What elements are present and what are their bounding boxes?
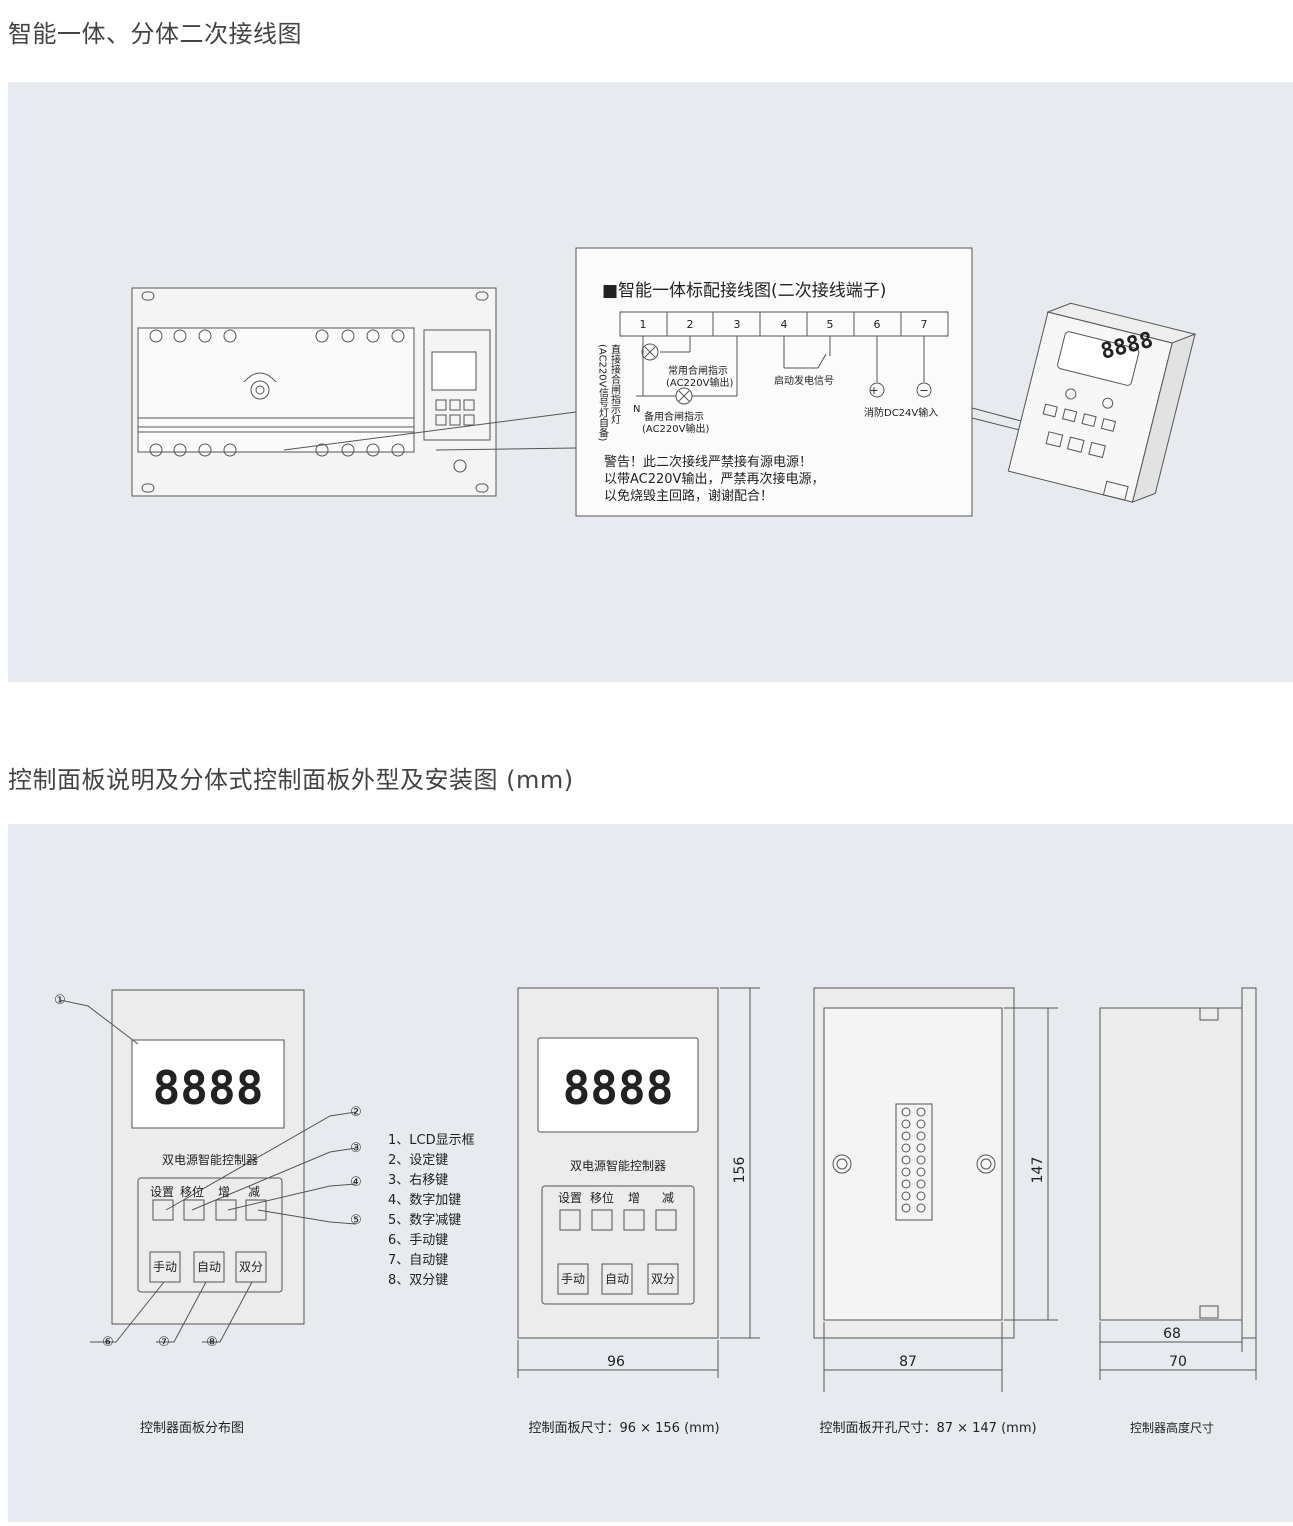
height-outline [1099,1007,1243,1321]
control-panel-section: 8888 双电源智能控制器 设置 移位 增 减 手动 自动 双分 ① ② ③ ④… [8,824,1293,1522]
backup-indicator-label: 备用合闸指示 [644,410,704,423]
lamp-label-sub: (AC220V信号灯自备) [597,344,609,441]
size-double-off-key: 双分 [651,1272,675,1286]
dim-height: 156 [732,1157,748,1184]
callout-7: ⑦ [158,1335,170,1350]
neutral-label: N [633,404,640,415]
size-key-label-shift: 移位 [590,1190,614,1205]
ats-switch-drawing [131,287,497,497]
legend-item-8: 8、双分键 [388,1273,448,1288]
minus-symbol: − [919,384,928,397]
terminal-7: 7 [921,318,928,331]
size-key-label-dec: 减 [662,1191,674,1205]
key-label-set: 设置 [150,1185,174,1199]
double-off-key: 双分 [239,1260,263,1274]
auto-key: 自动 [197,1260,221,1274]
dim-width: 96 [607,1354,625,1370]
size-panel-display: 8888 [563,1061,674,1115]
callout-6: ⑥ [102,1335,114,1350]
dim-cutout-width: 87 [899,1354,917,1370]
controller-name: 双电源智能控制器 [162,1152,258,1167]
size-key-label-set: 设置 [558,1191,582,1205]
callout-1: ① [54,993,66,1008]
warning-line-1: 警告！此二次接线严禁接有源电源！ [604,454,812,470]
warning-line-2: 以带AC220V输出，严禁再次接电源， [604,471,824,487]
wiring-heading: ■智能一体标配接线图(二次接线端子) [602,281,886,301]
lcd-display: 8888 [153,1061,264,1115]
plus-symbol: + [869,384,878,397]
fire-input-label: 消防DC24V输入 [864,406,938,419]
wiring-panel: ■智能一体标配接线图(二次接线端子) 1 2 3 4 5 6 7 直接接合闸指示… [8,82,1293,682]
terminal-1: 1 [640,318,647,331]
wiring-box [575,247,973,517]
section1-title: 智能一体、分体二次接线图 [8,20,302,48]
terminal-4: 4 [781,318,788,331]
dim-depth-inner: 68 [1163,1326,1181,1342]
key-label-shift: 移位 [180,1184,204,1199]
legend-item-1: 1、LCD显示框 [388,1133,475,1148]
terminal-numbers: 1 2 3 4 5 6 7 [640,318,928,331]
dim-depth-outer: 70 [1169,1354,1187,1370]
caption-cutout: 控制面板开孔尺寸：87 × 147 (mm) [819,1421,1036,1436]
terminal-2: 2 [687,318,694,331]
dim-cutout-height: 147 [1030,1157,1046,1184]
callout-2: ② [350,1105,362,1120]
normal-indicator-sub: (AC220V输出) [666,376,733,389]
normal-indicator-label: 常用合闸指示 [668,364,728,377]
terminal-6: 6 [874,318,881,331]
callout-3: ③ [350,1141,362,1156]
remote-controller-drawing [1007,302,1197,503]
terminal-5: 5 [827,318,834,331]
callout-4: ④ [350,1175,362,1190]
warning-line-3: 以免烧毁主回路，谢谢配合！ [604,488,773,504]
legend-item-5: 5、数字减键 [388,1213,461,1228]
wiring-diagram: ■智能一体标配接线图(二次接线端子) 1 2 3 4 5 6 7 直接接合闸指示… [131,247,1197,517]
size-auto-key: 自动 [605,1272,629,1286]
key-label-dec: 减 [248,1185,260,1199]
generator-signal-label: 启动发电信号 [774,374,834,387]
size-panel-controller-name: 双电源智能控制器 [570,1158,666,1173]
legend-item-2: 2、设定键 [388,1153,448,1168]
section2-title: 控制面板说明及分体式控制面板外型及安装图 (mm) [8,766,574,794]
legend-list: 1、LCD显示框 2、设定键 3、右移键 4、数字加键 5、数字减键 6、手动键… [388,1133,475,1288]
lamp-label: 直接接合闸指示灯 [609,343,621,425]
control-panel-drawings: 8888 双电源智能控制器 设置 移位 增 减 手动 自动 双分 ① ② ③ ④… [54,987,1257,1436]
caption-size: 控制面板尺寸：96 × 156 (mm) [528,1421,719,1436]
size-manual-key: 手动 [561,1272,585,1286]
size-key-label-inc: 增 [628,1191,640,1205]
caption-height: 控制器高度尺寸 [1130,1420,1214,1435]
key-label-inc: 增 [218,1185,230,1199]
legend-item-3: 3、右移键 [388,1173,448,1188]
callout-8: ⑧ [206,1335,218,1350]
backup-indicator-sub: (AC220V输出) [642,422,709,435]
terminal-3: 3 [734,318,741,331]
manual-key: 手动 [153,1260,177,1274]
legend-item-4: 4、数字加键 [388,1193,461,1208]
callout-5: ⑤ [350,1213,362,1228]
caption-layout: 控制器面板分布图 [140,1421,244,1436]
legend-item-7: 7、自动键 [388,1253,448,1268]
legend-item-6: 6、手动键 [388,1233,448,1248]
